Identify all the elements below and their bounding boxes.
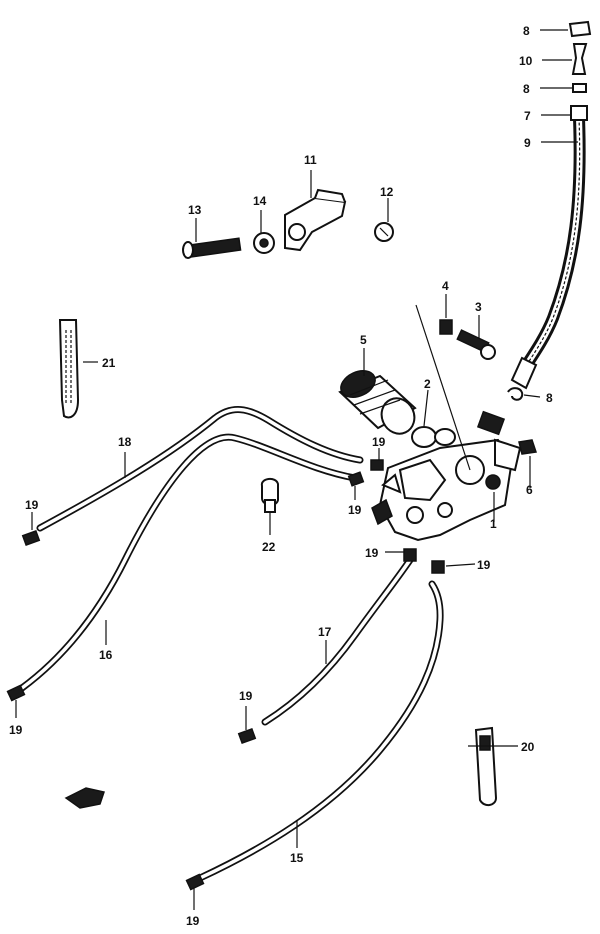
clip-8-lower [507,387,524,401]
label-22: 22 [262,540,276,554]
label-5: 5 [360,333,367,347]
label-6: 6 [526,483,533,497]
label-18: 18 [118,435,132,449]
cap-8-top [568,20,592,38]
label-1: 1 [490,517,497,531]
band-20 [474,726,498,806]
clamp-19h [431,560,445,574]
label-20: 20 [521,740,535,754]
label-4: 4 [442,279,449,293]
leader-lines [15,29,578,910]
label-19-left-bottom: 19 [9,723,23,737]
clamp-19a [21,529,41,547]
hose-18 [36,406,364,532]
label-19-mid: 19 [239,689,253,703]
label-19-carb-left: 19 [348,503,362,517]
hose-9 [510,112,586,390]
clamp-19d [185,873,205,891]
label-10: 10 [519,54,533,68]
label-16: 16 [99,648,113,662]
collar-8-mid [572,83,587,93]
hose-17 [261,556,414,726]
nut-4 [439,319,453,335]
clamp-19e [370,459,384,471]
bolt-13 [182,237,242,259]
label-13: 13 [188,203,202,217]
label-14: 14 [253,194,267,208]
label-2: 2 [424,377,431,391]
screw-3 [456,329,496,360]
front-arrow-icon [64,787,105,809]
hose-16 [18,433,359,692]
clamp-19c [237,727,257,745]
label-19-carb-top: 19 [372,435,386,449]
screw-12 [374,222,394,242]
callout-labels: 8 10 8 7 9 11 12 13 14 4 3 5 21 2 8 18 1… [9,24,553,928]
label-19-bottom: 19 [186,914,200,928]
nut-6 [518,439,537,455]
spring-10 [571,43,588,75]
label-17: 17 [318,625,332,639]
label-7: 7 [524,109,531,123]
hose-15 [196,580,444,882]
label-8-lower: 8 [546,391,553,405]
fitting-7 [570,105,588,121]
label-8-mid: 8 [523,82,530,96]
label-11: 11 [304,153,317,167]
label-15: 15 [290,851,304,865]
label-3: 3 [475,300,482,314]
bracket-11 [284,188,347,252]
clip-22 [260,478,279,513]
o-ring-2 [411,426,437,448]
label-9: 9 [524,136,531,150]
label-21: 21 [102,356,116,370]
label-19-left-top: 19 [25,498,39,512]
label-12: 12 [380,185,394,199]
clamp-19b [6,684,26,702]
label-19-carb-right: 19 [477,558,491,572]
label-8-top: 8 [523,24,530,38]
washer-14 [253,232,275,254]
label-19-carb-low: 19 [365,546,379,560]
clamp-19g [403,548,417,562]
band-21 [58,319,80,419]
intake-cylinder-5 [338,369,417,435]
clamp-19f [347,471,365,487]
